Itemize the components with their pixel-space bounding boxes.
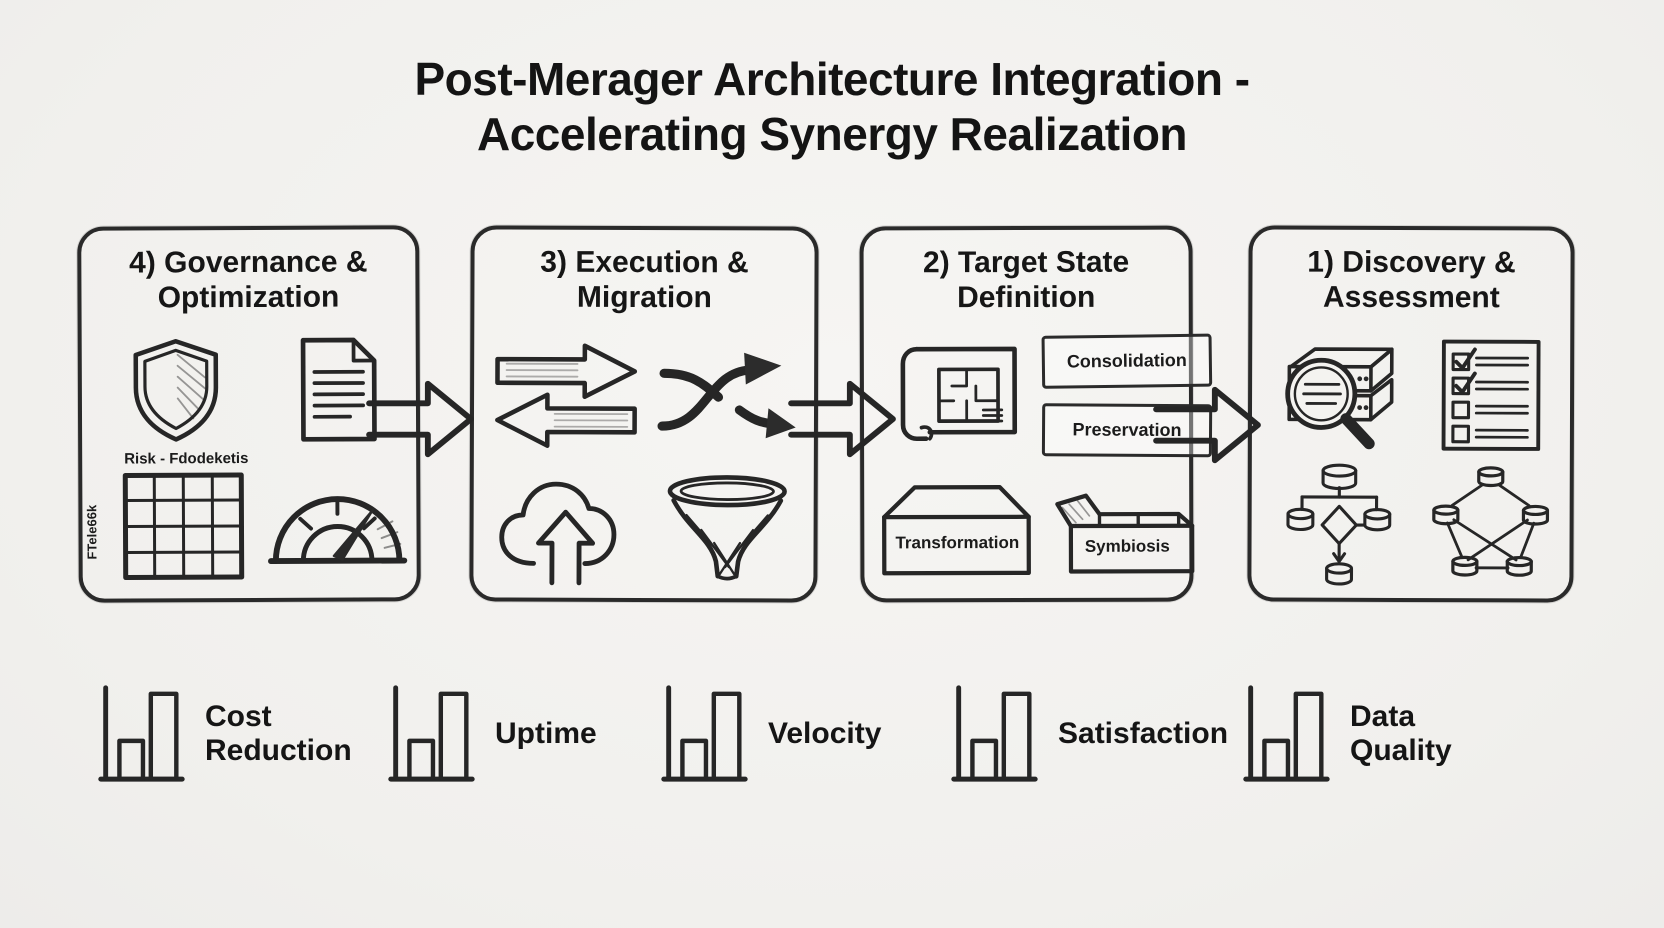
- diagram-title: Post-Merager Architecture Integration - …: [0, 52, 1664, 162]
- title-line-1: Post-Merager Architecture Integration -: [414, 53, 1250, 105]
- stage-governance-title: 4) Governance & Optimization: [129, 245, 368, 314]
- metric-label: Velocity: [768, 717, 882, 751]
- title-line-2: Accelerating Synergy Realization: [476, 108, 1188, 161]
- stage-execution-title: 3) Execution & Migration: [540, 245, 749, 314]
- stage-governance-optimization: 4) Governance & Optimization: [77, 225, 421, 603]
- metric-data-quality: Data Quality: [1240, 682, 1525, 786]
- flow-arrow-1: [366, 380, 474, 458]
- network-graph-icon: [1432, 466, 1550, 577]
- strategy-symbiosis: Symbiosis: [1084, 536, 1170, 556]
- bar-chart-icon: [98, 685, 185, 782]
- risk-matrix-side-label: FTele66k: [84, 504, 100, 560]
- blueprint-icon: [900, 346, 1018, 441]
- metric-satisfaction: Satisfaction: [948, 682, 1228, 786]
- shield-icon: [133, 338, 219, 442]
- stage-discovery-title: 1) Discovery & Assessment: [1307, 245, 1516, 314]
- bar-chart-icon: [661, 685, 748, 782]
- metric-label: Data Quality: [1350, 700, 1452, 767]
- sync-arrows-icon: [495, 343, 638, 448]
- transformation-box-icon: Transformation: [872, 470, 1042, 582]
- stage-target-state-definition: 2) Target State Definition Consolidation: [859, 225, 1213, 603]
- stage-target-state-title: 2) Target State Definition: [922, 245, 1130, 314]
- cloud-upload-icon: [499, 481, 617, 585]
- shuffle-arrows-icon: [657, 352, 796, 438]
- stage-discovery-assessment: 1) Discovery & Assessment: [1247, 225, 1575, 603]
- strategy-transformation: Transformation: [895, 532, 1020, 552]
- flow-arrow-2: [788, 380, 896, 458]
- stage-target-state-icons: Consolidation Preservation Transformatio…: [872, 330, 1213, 593]
- document-icon: [300, 337, 377, 442]
- stage-discovery-icons: [1259, 329, 1562, 592]
- symbiosis-box-shape: [1055, 493, 1195, 574]
- risk-matrix-icon: Risk - Fdodeketis FTele66k: [84, 450, 263, 593]
- risk-matrix-title: Risk - Fdodeketis: [124, 450, 249, 468]
- transformation-box-shape: [882, 484, 1031, 575]
- risk-matrix-grid: [122, 472, 245, 581]
- metric-velocity: Velocity: [658, 682, 881, 786]
- metric-uptime: Uptime: [385, 682, 597, 786]
- server-magnifier-icon: [1285, 347, 1394, 450]
- bar-chart-icon: [951, 685, 1038, 782]
- metric-label: Cost Reduction: [205, 700, 352, 767]
- stage-execution-migration: 3) Execution & Migration: [469, 225, 819, 603]
- bar-chart-icon: [388, 685, 475, 782]
- stage-execution-icons: [481, 329, 806, 592]
- bar-chart-icon: [1243, 685, 1330, 782]
- funnel-icon: [667, 474, 787, 580]
- checklist-icon: [1441, 339, 1541, 451]
- gauge-icon: [268, 496, 408, 565]
- symbiosis-box-icon: Symbiosis: [1047, 472, 1207, 580]
- stage-governance-icons: Risk - Fdodeketis FTele66k: [84, 329, 409, 593]
- metric-cost-reduction: Cost Reduction: [95, 682, 380, 786]
- data-flowchart-icon: [1286, 463, 1392, 586]
- flow-arrow-3: [1153, 386, 1261, 464]
- metric-label: Uptime: [495, 717, 597, 751]
- metric-label: Satisfaction: [1058, 717, 1229, 751]
